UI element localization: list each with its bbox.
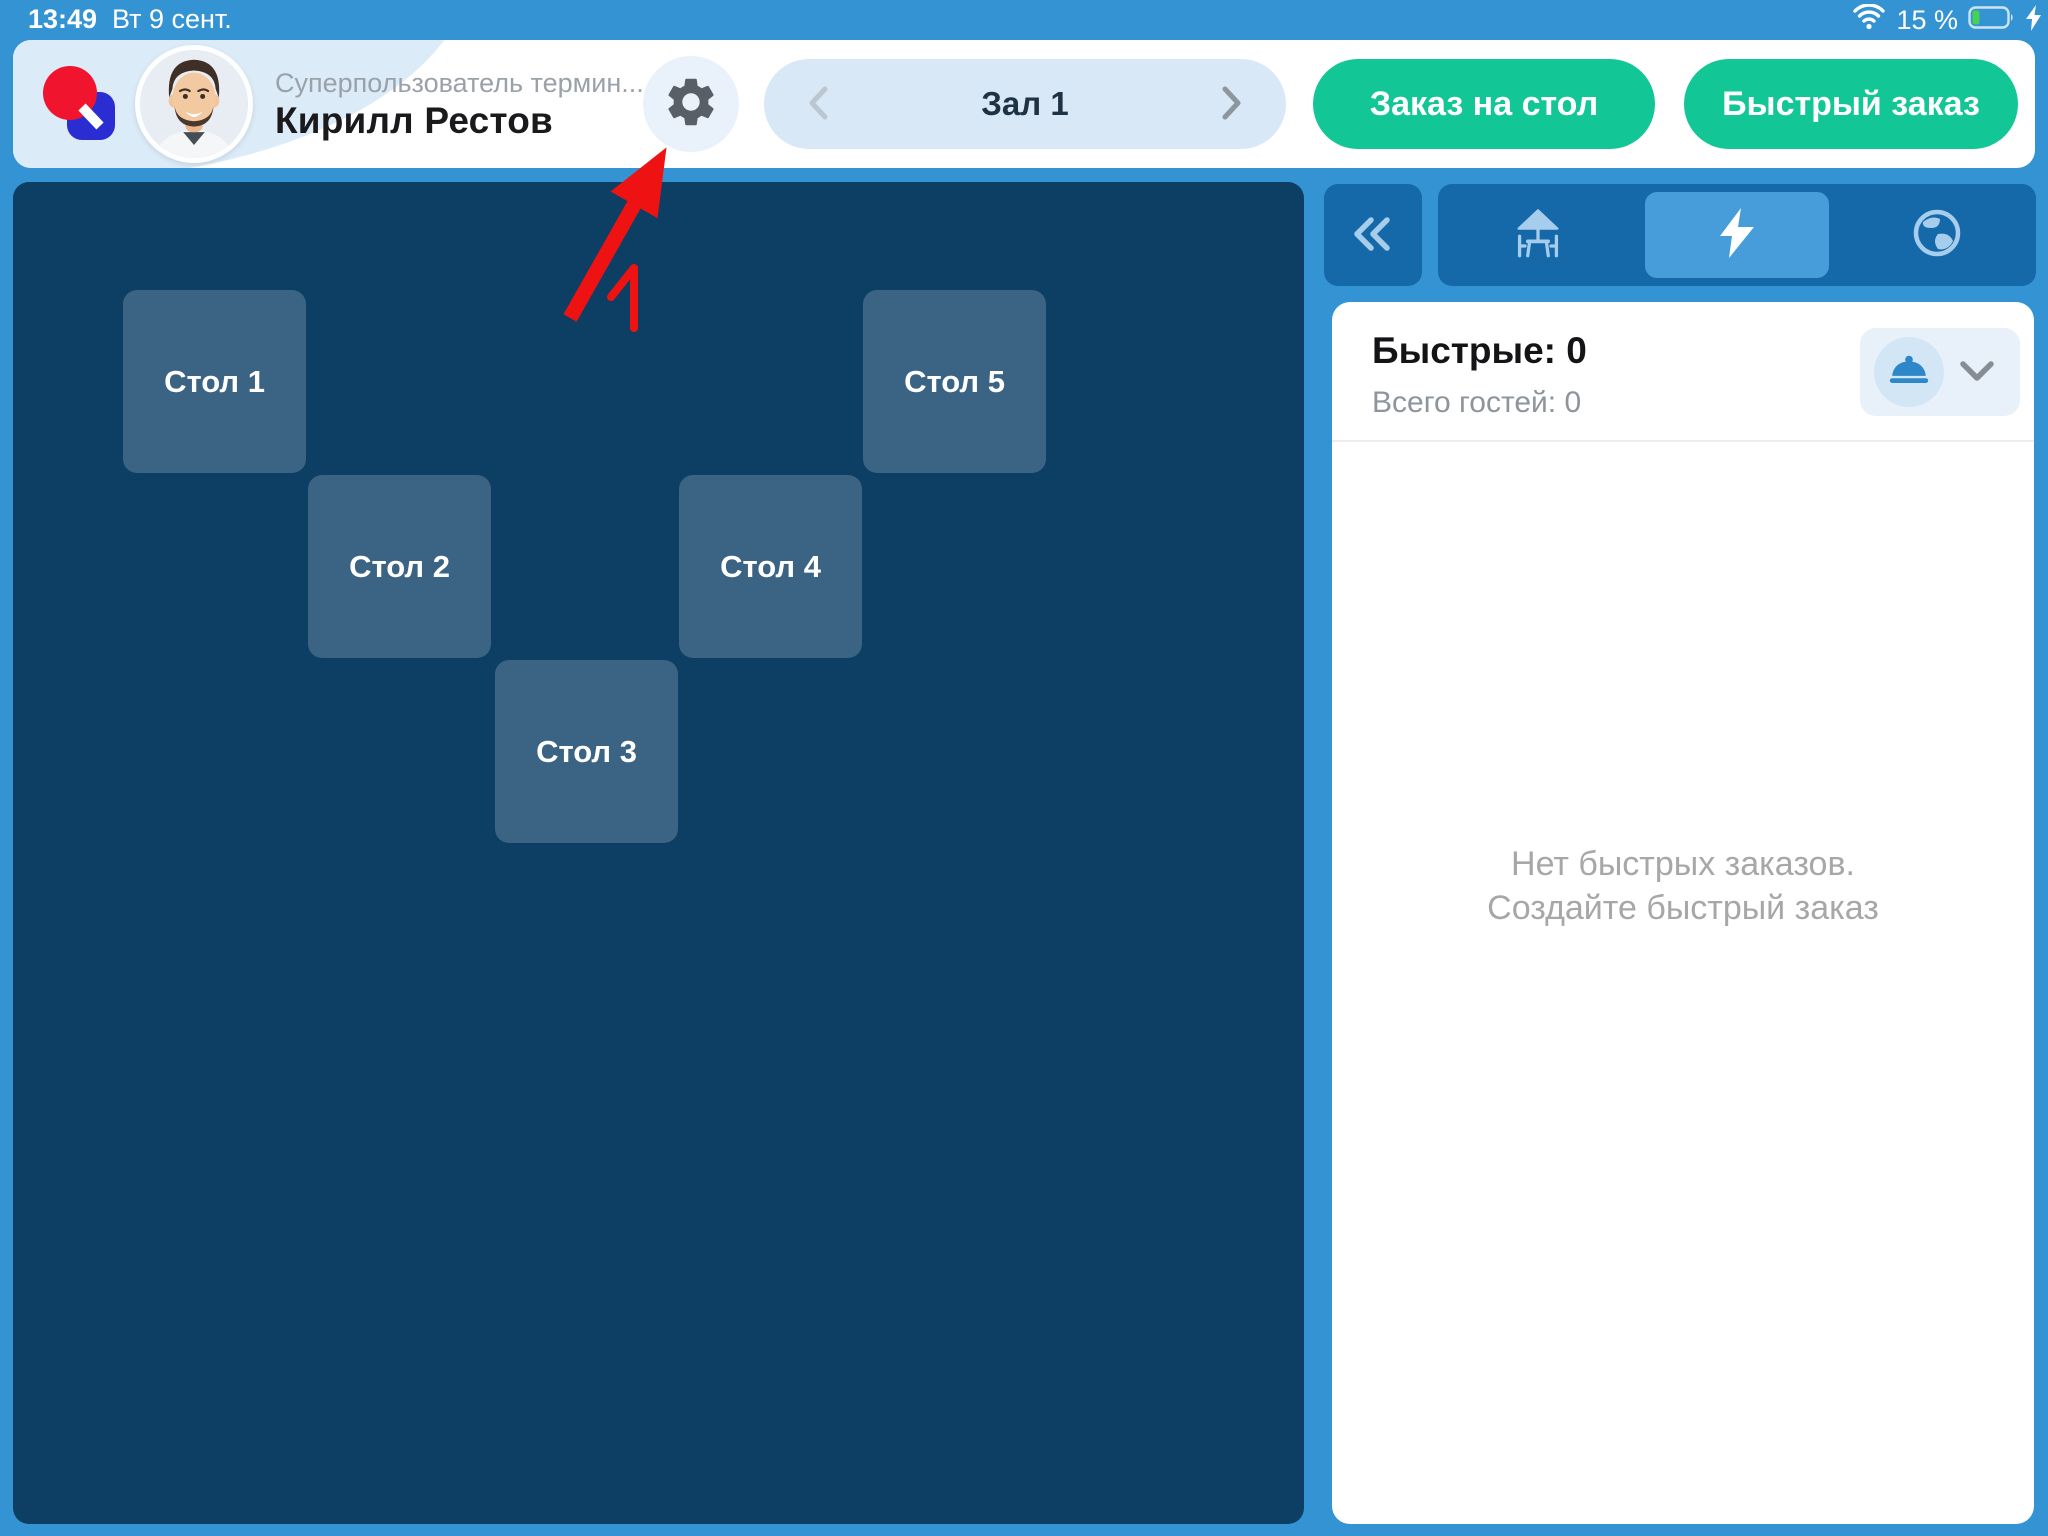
battery-icon bbox=[1968, 5, 2016, 36]
user-role: Суперпользователь термин... bbox=[275, 68, 644, 98]
prev-room-button[interactable] bbox=[798, 78, 838, 130]
user-name: Кирилл Рестов bbox=[275, 100, 553, 141]
table-card-3[interactable]: Стол 3 bbox=[495, 660, 678, 843]
tab-quick-orders[interactable] bbox=[1637, 184, 1836, 286]
table-label: Стол 4 bbox=[720, 548, 821, 584]
table-card-2[interactable]: Стол 2 bbox=[308, 475, 491, 658]
table-label: Стол 1 bbox=[164, 363, 265, 399]
room-label: Зал 1 bbox=[981, 85, 1069, 122]
tab-delivery[interactable] bbox=[1837, 184, 2036, 286]
lightning-icon bbox=[1719, 207, 1754, 263]
panel-title: Быстрые: 0 bbox=[1372, 330, 1587, 371]
status-bar: 13:49 Вт 9 сент. 15 % bbox=[0, 0, 2048, 40]
collapse-panel-button[interactable] bbox=[1324, 184, 1422, 286]
guests-total: Всего гостей: 0 bbox=[1372, 386, 1582, 419]
table-card-4[interactable]: Стол 4 bbox=[679, 475, 862, 658]
chevron-left-icon bbox=[806, 83, 830, 126]
chevron-down-icon bbox=[1958, 358, 1996, 387]
quick-order-button[interactable]: Быстрый заказ bbox=[1684, 59, 2018, 149]
empty-state: Нет быстрых заказов. Создайте быстрый за… bbox=[1332, 842, 2034, 930]
table-card-5[interactable]: Стол 5 bbox=[863, 290, 1046, 473]
floor-plan: Стол 1 Стол 2 Стол 3 Стол 4 Стол 5 bbox=[13, 182, 1304, 1524]
table-label: Стол 3 bbox=[536, 733, 637, 769]
table-card-1[interactable]: Стол 1 bbox=[123, 290, 306, 473]
battery-percent: 15 % bbox=[1896, 4, 1958, 35]
tab-tables[interactable] bbox=[1438, 184, 1637, 286]
order-on-table-button[interactable]: Заказ на стол bbox=[1313, 59, 1655, 149]
gear-icon bbox=[662, 73, 720, 136]
clock-time: 13:49 bbox=[28, 4, 98, 34]
header: Суперпользователь термин... Кирилл Ресто… bbox=[13, 40, 2035, 168]
status-date: Вт 9 сент. bbox=[112, 4, 232, 34]
charging-bolt-icon bbox=[2026, 4, 2042, 36]
globe-icon bbox=[1911, 207, 1963, 264]
avatar[interactable] bbox=[135, 45, 253, 163]
app-logo-icon bbox=[43, 66, 115, 140]
cloche-icon bbox=[1874, 337, 1944, 407]
empty-state-line2: Создайте быстрый заказ bbox=[1487, 889, 1879, 927]
serving-filter-button[interactable] bbox=[1860, 328, 2020, 416]
chevron-right-icon bbox=[1220, 83, 1244, 126]
tables-umbrella-icon bbox=[1512, 207, 1564, 264]
quick-orders-panel: Быстрые: 0 Всего гостей: 0 Нет быстрых з… bbox=[1332, 302, 2034, 1524]
wifi-icon bbox=[1852, 2, 1886, 37]
table-label: Стол 5 bbox=[904, 363, 1005, 399]
empty-state-line1: Нет быстрых заказов. bbox=[1511, 845, 1855, 883]
room-selector[interactable]: Зал 1 bbox=[764, 59, 1286, 149]
divider bbox=[1332, 440, 2034, 442]
next-room-button[interactable] bbox=[1212, 78, 1252, 130]
table-label: Стол 2 bbox=[349, 548, 450, 584]
settings-button[interactable] bbox=[643, 56, 739, 152]
collapse-double-chevron-icon bbox=[1347, 212, 1399, 259]
